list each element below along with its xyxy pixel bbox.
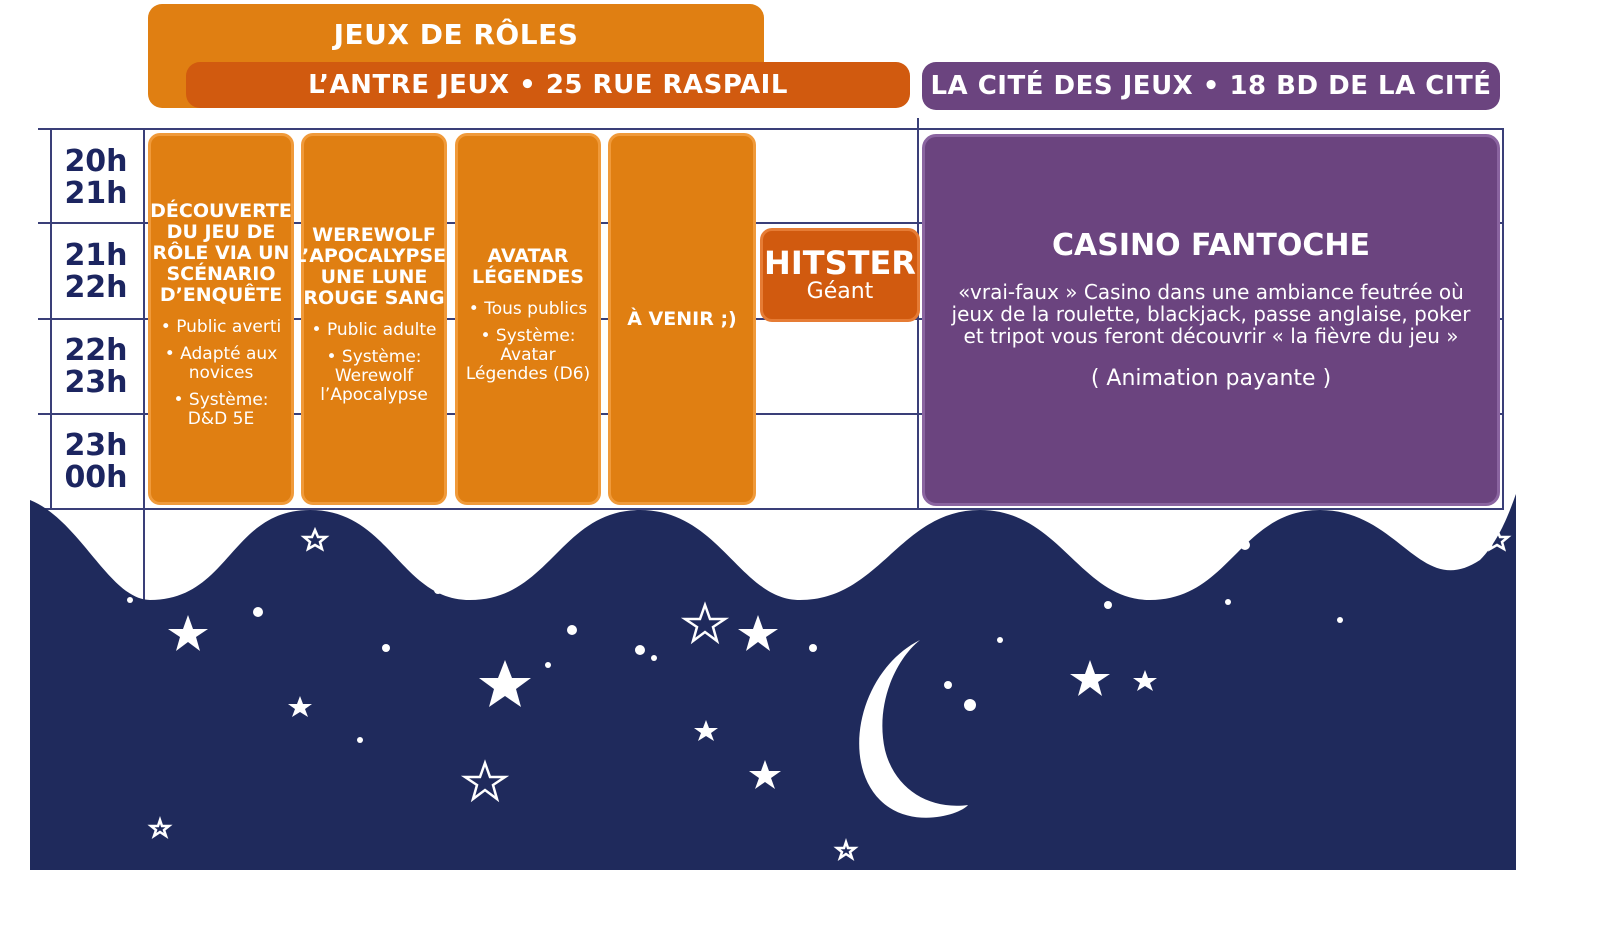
session-detail: Public adulte: [310, 321, 438, 340]
session-details: Tous publics Système: Avatar Légendes (D…: [464, 300, 592, 392]
session-detail: Public averti: [157, 318, 285, 337]
venue-header-label: L’ANTRE JEUX • 25 RUE RASPAIL: [308, 70, 788, 100]
star-icons: [168, 615, 1157, 789]
casino-card[interactable]: CASINO FANTOCHE «vrai-faux » Casino dans…: [922, 134, 1500, 506]
session-detail: Tous publics: [464, 300, 592, 319]
session-card-a-venir[interactable]: À VENIR ;): [608, 133, 756, 505]
session-detail: Adapté aux novices: [157, 345, 285, 383]
venue-header-cite-des-jeux: LA CITÉ DES JEUX • 18 BD DE LA CITÉ: [922, 62, 1500, 110]
time-slot-4: 23h 00h: [64, 428, 128, 495]
session-detail: Système: Werewolf l’Apocalypse: [310, 348, 438, 405]
session-card-avatar[interactable]: AVATAR LÉGENDES Tous publics Système: Av…: [455, 133, 601, 505]
session-detail: Système: D&D 5E: [157, 391, 285, 429]
hitster-title: HITSTER: [764, 244, 916, 282]
casino-title: CASINO FANTOCHE: [1051, 228, 1371, 263]
casino-note: ( Animation payante ): [1090, 366, 1332, 391]
night-sky-illustration: [30, 494, 1516, 870]
session-detail: Système: Avatar Légendes (D6): [464, 327, 592, 384]
night-sky-wave: [30, 494, 1516, 870]
hitster-subtitle: Géant: [806, 279, 874, 304]
casino-description: «vrai-faux » Casino dans une ambiance fe…: [951, 280, 1471, 348]
session-title: WEREWOLF L’APOCALYPSE: UNE LUNE ROUGE SA…: [294, 224, 454, 309]
time-slot-1: 20h 21h: [64, 144, 128, 211]
session-card-werewolf[interactable]: WEREWOLF L’APOCALYPSE: UNE LUNE ROUGE SA…: [294, 133, 454, 505]
time-slot-2: 21h 22h: [64, 238, 128, 305]
hitster-card[interactable]: HITSTER Géant: [760, 228, 920, 322]
venue-header-label: LA CITÉ DES JEUX • 18 BD DE LA CITÉ: [930, 71, 1492, 101]
star-dots: [127, 514, 1343, 743]
session-title: AVATAR LÉGENDES: [472, 245, 584, 288]
session-details: Public averti Adapté aux novices Système…: [157, 318, 285, 437]
session-details: Public adulte Système: Werewolf l’Apocal…: [310, 321, 438, 413]
star-outline-icons: [147, 526, 1512, 862]
rpg-header-label: JEUX DE RÔLES: [333, 18, 579, 51]
session-title: À VENIR ;): [627, 307, 737, 330]
time-slot-3: 22h 23h: [64, 333, 128, 400]
session-title: DÉCOUVERTE DU JEU DE RÔLE VIA UN SCÉNARI…: [150, 200, 292, 306]
venue-header-antre-jeux: L’ANTRE JEUX • 25 RUE RASPAIL: [186, 62, 910, 108]
moon-icon: [859, 640, 968, 818]
session-card-decouverte[interactable]: DÉCOUVERTE DU JEU DE RÔLE VIA UN SCÉNARI…: [148, 133, 294, 505]
